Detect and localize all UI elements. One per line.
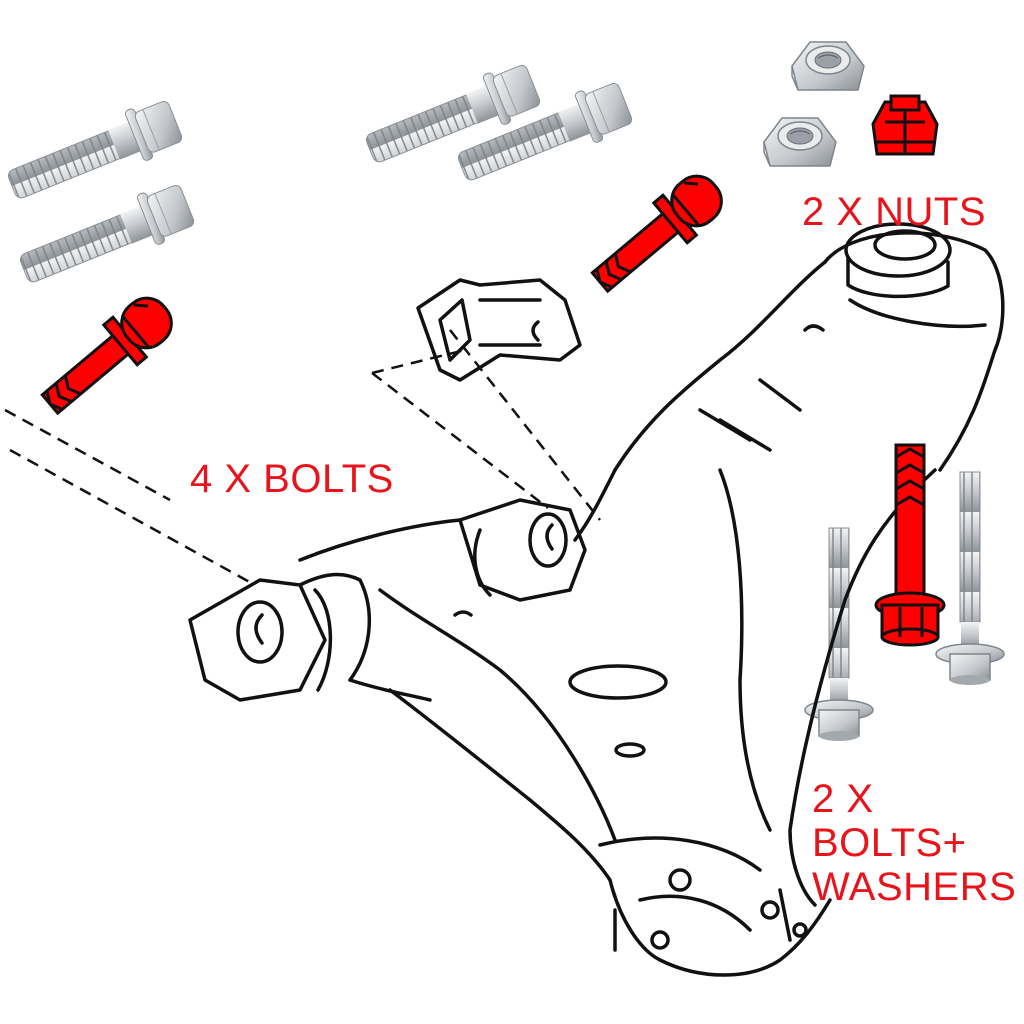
bolts-washers-line-1: 2 X — [812, 777, 874, 821]
nuts-count-label: 2 X NUTS — [802, 190, 987, 234]
grey-bolt-icon — [13, 178, 198, 296]
flange-nut-icon — [791, 41, 865, 91]
bolts-washers-line-2: BOLTS+ — [812, 821, 967, 865]
washer-bolt-icon — [935, 471, 1005, 686]
highlighted-bolt-icon — [31, 286, 184, 426]
highlighted-bolt-icon — [581, 164, 734, 304]
highlighted-vertical-bolt-icon — [874, 443, 946, 647]
bolts-count-label: 4 X BOLTS — [190, 457, 394, 501]
bolts-washers-count-label: 2 X BOLTS+ WASHERS — [812, 777, 1016, 909]
flange-nut-icon — [763, 117, 837, 167]
control-arm-line-art — [188, 222, 1005, 977]
highlighted-nut-icon — [871, 94, 939, 156]
dashed-guide-lines — [4, 329, 601, 587]
bolts-washers-line-3: WASHERS — [812, 865, 1017, 909]
